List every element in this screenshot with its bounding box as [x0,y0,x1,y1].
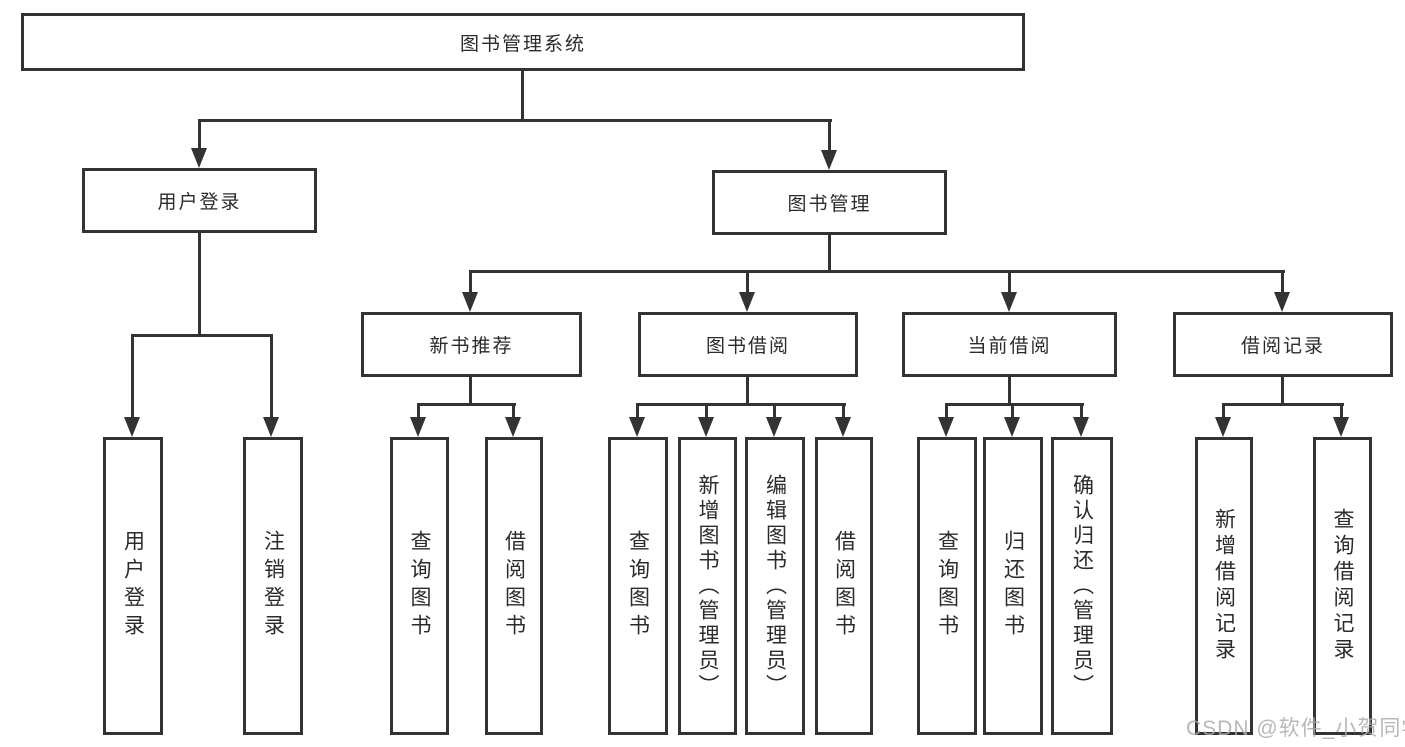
node-user-login: 用户登录 [82,168,317,233]
leaf-borrow-books-1: 借阅图书 [485,437,543,735]
arrow-down-icon [739,292,755,312]
connector-line [746,375,749,406]
connector-line [417,403,420,419]
arrow-down-icon [1274,292,1290,312]
leaf-query-books-2-label: 查询图书 [626,530,650,642]
connector-line [1008,270,1011,296]
arrow-down-icon [1073,417,1089,437]
connector-line [198,231,201,337]
connector-line [842,403,845,419]
node-book-management-label: 图书管理 [787,194,872,215]
leaf-query-books-1-label: 查询图书 [408,530,431,642]
leaf-confirm-return-admin: 确认归还（管理员） [1051,437,1113,735]
leaf-add-books-admin-label: 新增图书（管理员） [696,473,719,699]
arrow-down-icon [629,417,645,437]
leaf-return-books: 归还图书 [983,437,1043,735]
connector-line [1281,375,1284,406]
connector-line [1080,403,1083,419]
leaf-add-borrow-record: 新增借阅记录 [1195,437,1253,735]
arrow-down-icon [1001,292,1017,312]
connector-line [131,334,273,337]
connector-line [1281,270,1284,296]
node-root: 图书管理系统 [21,13,1025,71]
connector-line [773,403,776,419]
leaf-add-books-admin: 新增图书（管理员） [678,437,737,735]
connector-line [945,403,948,419]
leaf-query-books-2: 查询图书 [608,437,668,735]
node-borrow-records: 借阅记录 [1173,312,1393,377]
leaf-logout: 注销登录 [243,437,303,735]
connector-line [270,334,273,419]
leaf-logout-label: 注销登录 [261,530,285,642]
connector-line [945,403,1084,406]
leaf-query-borrow-record: 查询借阅记录 [1313,437,1372,735]
connector-line [417,403,516,406]
arrow-down-icon [821,150,837,170]
arrow-down-icon [1215,417,1231,437]
node-current-borrow: 当前借阅 [902,312,1117,377]
arrow-down-icon [1333,417,1349,437]
connector-line [1340,403,1343,419]
connector-line [1222,403,1344,406]
leaf-query-books-3-label: 查询图书 [935,530,959,642]
arrow-down-icon [505,417,521,437]
connector-line [469,375,472,406]
node-new-book-recommend-label: 新书推荐 [429,336,514,357]
leaf-confirm-return-admin-label: 确认归还（管理员） [1070,473,1094,699]
leaf-add-borrow-record-label: 新增借阅记录 [1212,508,1236,664]
connector-line [512,403,515,419]
csdn-watermark: CSDN @软件_小贺同学 [1186,717,1405,740]
connector-line [828,119,831,153]
leaf-query-books-1: 查询图书 [390,437,449,735]
connector-line [1008,375,1011,406]
arrow-down-icon [835,417,851,437]
leaf-user-login-label: 用户登录 [121,530,145,642]
arrow-down-icon [191,148,207,168]
leaf-borrow-books-2-label: 借阅图书 [832,530,856,642]
connector-line [1222,403,1225,419]
connector-line [1011,403,1014,419]
connector-line [198,119,832,122]
leaf-user-login: 用户登录 [103,437,163,735]
leaf-borrow-books-1-label: 借阅图书 [502,530,526,642]
node-book-management: 图书管理 [712,170,947,235]
leaf-query-books-3: 查询图书 [917,437,977,735]
arrow-down-icon [462,292,478,312]
leaf-return-books-label: 归还图书 [1001,530,1025,642]
connector-line [705,403,708,419]
node-root-label: 图书管理系统 [459,33,586,55]
connector-line [198,119,201,151]
connector-line [469,270,472,296]
leaf-query-borrow-record-label: 查询借阅记录 [1331,508,1354,664]
leaf-borrow-books-2: 借阅图书 [815,437,873,735]
leaf-edit-books-admin-label: 编辑图书（管理员） [763,473,787,699]
connector-line [521,70,524,121]
arrow-down-icon [766,417,782,437]
node-book-borrow: 图书借阅 [638,312,858,377]
arrow-down-icon [1004,417,1020,437]
connector-line [746,270,749,296]
arrow-down-icon [124,417,140,437]
node-borrow-records-label: 借阅记录 [1240,336,1325,357]
connector-line [636,403,846,406]
connector-line [469,270,1285,273]
connector-line [636,403,639,419]
connector-line [828,233,831,273]
arrow-down-icon [938,417,954,437]
node-new-book-recommend: 新书推荐 [361,312,582,377]
node-current-borrow-label: 当前借阅 [967,336,1052,357]
arrow-down-icon [263,417,279,437]
arrow-down-icon [410,417,426,437]
node-user-login-label: 用户登录 [157,192,242,213]
node-book-borrow-label: 图书借阅 [705,336,790,357]
arrow-down-icon [698,417,714,437]
connector-line [131,334,134,419]
leaf-edit-books-admin: 编辑图书（管理员） [745,437,805,735]
